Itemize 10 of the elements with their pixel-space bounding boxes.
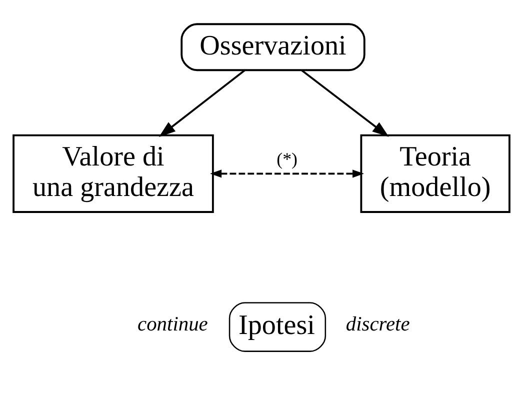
- arrow: [158, 70, 246, 137]
- node-box: Ipotesi: [228, 302, 326, 352]
- node-label: discrete: [346, 314, 410, 336]
- node-box: Osservazioni: [180, 23, 366, 72]
- arrow: [210, 170, 364, 178]
- node-label: continue: [138, 314, 208, 336]
- node-box: Teoria (modello): [360, 134, 510, 213]
- arrow: [301, 70, 389, 137]
- node-box: Valore di una grandezza: [12, 134, 214, 213]
- edge-label: (*): [276, 148, 298, 169]
